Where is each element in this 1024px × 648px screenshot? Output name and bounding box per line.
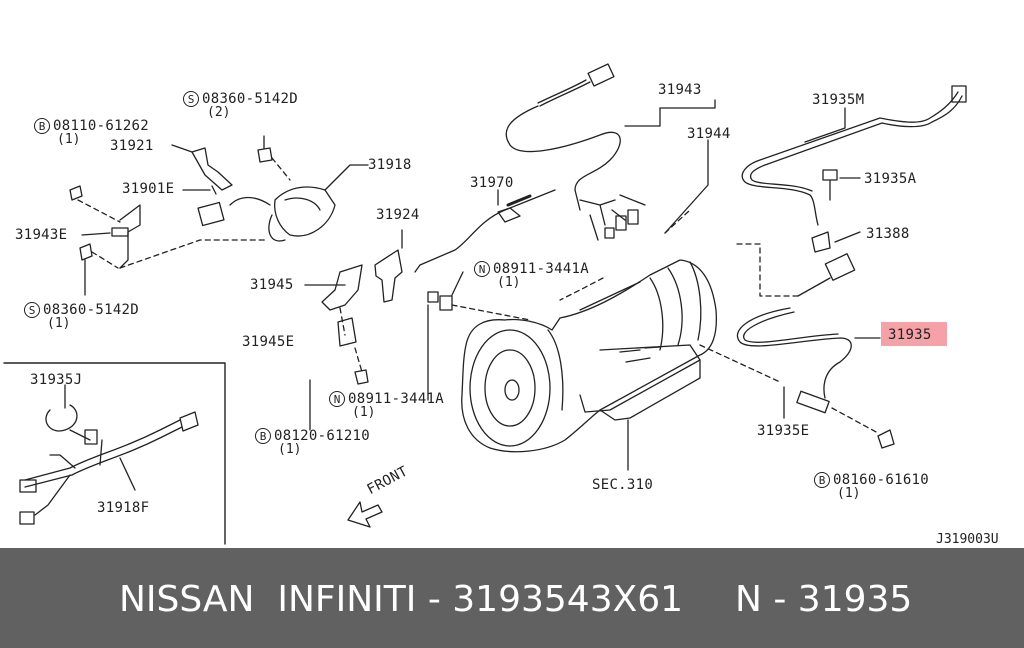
- bolt-08160: [877, 429, 895, 449]
- fastener-qty: (1): [47, 316, 71, 331]
- label-31921: 31921: [110, 138, 154, 154]
- screw-symbol: S: [183, 91, 199, 107]
- fastener-qty: (2): [207, 105, 231, 120]
- harness-31943: [505, 63, 646, 241]
- fastener-code: 08360-5142D: [43, 302, 140, 318]
- label-31935M: 31935M: [812, 92, 865, 108]
- fastener-code: 08120-61210: [274, 428, 371, 444]
- label-31970: 31970: [470, 175, 514, 191]
- label-31388: 31388: [866, 226, 910, 242]
- nut-08911: [427, 291, 453, 311]
- bolt-symbol: B: [814, 472, 830, 488]
- nut-symbol: N: [474, 261, 490, 277]
- bracket-31924: [374, 249, 403, 303]
- bracket-31943E: [111, 204, 141, 269]
- switch-31918: [197, 186, 336, 242]
- fastener-code: 08160-61610: [833, 472, 930, 488]
- label-31935A: 31935A: [864, 171, 917, 187]
- inset-frame: [3, 362, 226, 545]
- diagram-ref-code: J319003U: [936, 532, 999, 547]
- label-31944: 31944: [687, 126, 731, 142]
- bolt-s08360: [257, 135, 273, 163]
- cable-31970: [414, 189, 556, 273]
- fastener-code: 08110-61262: [53, 118, 150, 134]
- label-31945E: 31945E: [242, 334, 295, 350]
- fastener-qty: (1): [837, 486, 861, 501]
- bracket-31945: [321, 264, 363, 311]
- front-arrow: [347, 501, 383, 528]
- fastener-code: 08911-3441A: [493, 261, 590, 277]
- fastener-qty: (1): [497, 275, 521, 290]
- nut-symbol: N: [329, 391, 345, 407]
- screw-symbol: S: [24, 302, 40, 318]
- harness-31918F: [19, 384, 199, 525]
- label-31935: 31935: [888, 327, 932, 343]
- label-31918F: 31918F: [97, 500, 150, 516]
- footer-brand-partnumber: NISSAN INFINITI - 3193543X61: [119, 579, 684, 620]
- fastener-code: 08360-5142D: [202, 91, 299, 107]
- bolt-31935A: [822, 169, 838, 201]
- parts-diagram: 31943 31944 31935M 31935A 31388 31935 31…: [3, 63, 999, 547]
- fastener-code: 08911-3441A: [348, 391, 445, 407]
- label-31945: 31945: [250, 277, 294, 293]
- fastener-qty: (1): [57, 132, 81, 147]
- label-31935J: 31935J: [30, 372, 83, 388]
- highlight-31935: [881, 322, 947, 346]
- label-31943: 31943: [658, 82, 702, 98]
- tube-31935M: [741, 85, 967, 226]
- label-31943E: 31943E: [15, 227, 68, 243]
- bolt-symbol: B: [34, 118, 50, 134]
- diagram-drawing: [3, 63, 967, 545]
- label-31924: 31924: [376, 207, 420, 223]
- label-31901E: 31901E: [122, 181, 175, 197]
- footer-bar: NISSAN INFINITI - 3193543X61 N - 31935: [0, 548, 1024, 648]
- fastener-qty: (1): [352, 405, 376, 420]
- label-sec310: SEC.310: [592, 477, 654, 493]
- tube-31935: [736, 253, 856, 414]
- fastener-qty: (1): [278, 442, 302, 457]
- label-31918: 31918: [368, 157, 412, 173]
- bolt-08120: [354, 369, 369, 385]
- label-31935E: 31935E: [757, 423, 810, 439]
- clip-31388: [811, 231, 831, 253]
- bracket-31921: [191, 147, 233, 191]
- transmission-drawing: [461, 259, 718, 453]
- footer-part-code: N - 31935: [735, 579, 913, 620]
- bolt-symbol: B: [255, 428, 271, 444]
